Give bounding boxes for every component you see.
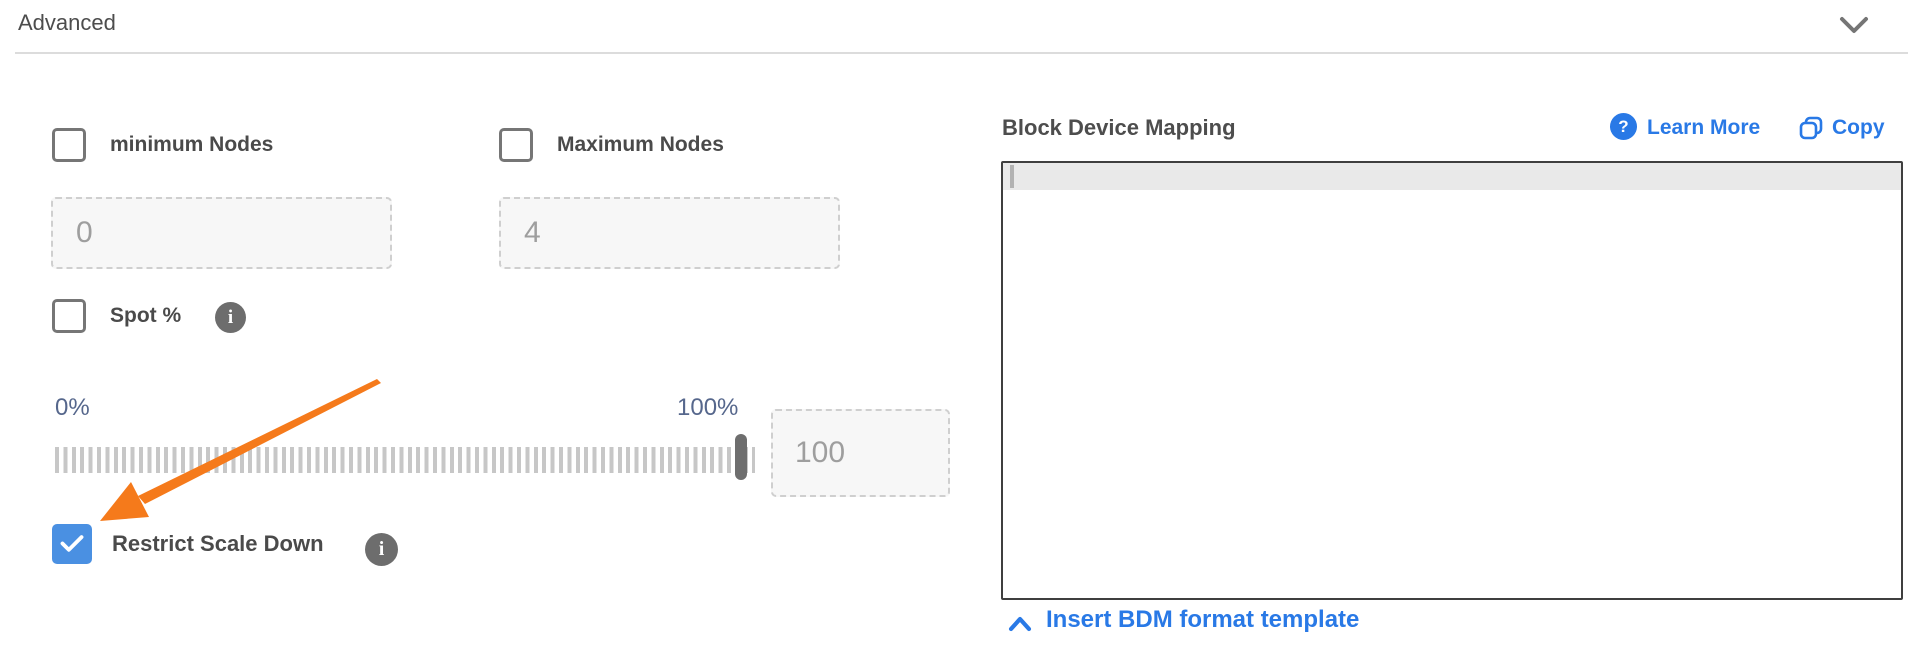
copy-icon[interactable] [1798, 115, 1825, 142]
insert-bdm-template-link[interactable]: Insert BDM format template [1046, 606, 1360, 633]
slider-max-label: 100% [677, 394, 739, 421]
maximum-nodes-label: Maximum Nodes [557, 133, 724, 156]
bdm-editor[interactable] [1001, 161, 1903, 600]
help-icon[interactable]: ? [1610, 113, 1637, 140]
checkmark-icon [60, 535, 84, 552]
chevron-up-icon[interactable] [1008, 616, 1032, 632]
restrict-scale-down-label: Restrict Scale Down [112, 531, 324, 556]
annotation-arrow [100, 379, 381, 521]
spot-info-icon[interactable]: i [215, 302, 246, 333]
spot-percent-checkbox[interactable] [52, 299, 86, 333]
maximum-nodes-checkbox[interactable] [499, 128, 533, 162]
maximum-nodes-input[interactable] [499, 197, 840, 269]
learn-more-link[interactable]: Learn More [1647, 116, 1761, 139]
text-cursor [1010, 165, 1014, 188]
copy-link[interactable]: Copy [1832, 116, 1885, 139]
spot-percent-label: Spot % [110, 304, 182, 327]
minimum-nodes-checkbox[interactable] [52, 128, 86, 162]
spot-percent-slider-handle[interactable] [735, 434, 747, 480]
section-divider [15, 52, 1908, 54]
minimum-nodes-input[interactable] [51, 197, 392, 269]
slider-min-label: 0% [55, 394, 90, 421]
spot-percent-value-input[interactable] [771, 409, 950, 497]
chevron-down-icon[interactable] [1838, 12, 1870, 38]
bdm-title: Block Device Mapping [1002, 115, 1236, 140]
section-title-advanced: Advanced [18, 10, 116, 35]
minimum-nodes-label: minimum Nodes [110, 133, 274, 156]
restrict-info-icon[interactable]: i [365, 533, 398, 566]
spot-percent-slider-track[interactable] [55, 447, 755, 473]
editor-active-line [1003, 163, 1901, 190]
restrict-scale-down-checkbox[interactable] [52, 524, 92, 564]
